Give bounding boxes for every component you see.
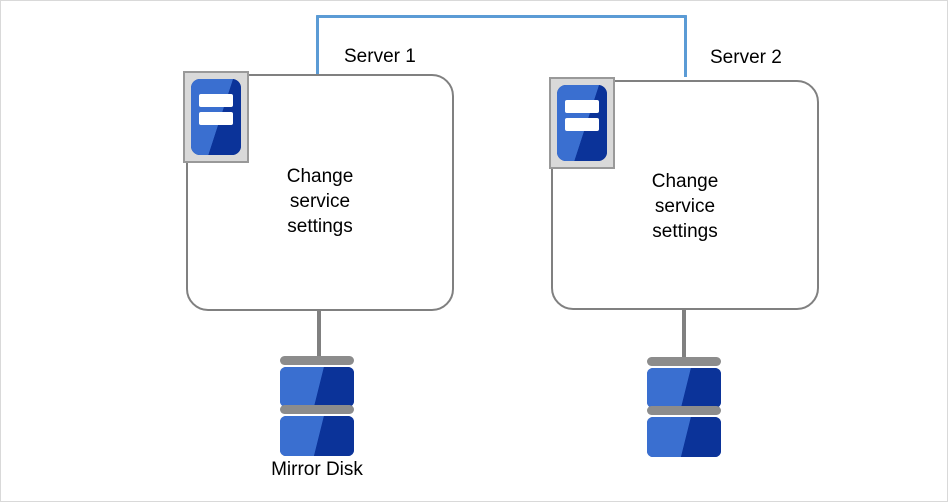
server-icon-bar-top (199, 94, 233, 108)
server-2-body-text: Change service settings (551, 169, 819, 244)
disk-2-plate-top (647, 357, 721, 366)
disk-2-block-top (647, 368, 721, 408)
disk-1-block-bottom (280, 416, 354, 456)
server-1-icon (183, 71, 249, 163)
disk-1-block-top (280, 367, 354, 407)
server-icon-chip (191, 79, 241, 155)
server-1-body-line-1: Change (286, 166, 354, 187)
server-1-disk-connector (317, 311, 321, 359)
server-interconnect-line (316, 15, 687, 77)
server-1-body-line-2: service (289, 191, 351, 212)
server-1-body-line-3: settings (287, 216, 353, 237)
disk-1-label: Mirror Disk (271, 459, 363, 480)
server-2-body-line-2: service (654, 196, 716, 217)
server-2-body-line-1: Change (651, 171, 719, 192)
server-icon-bar-bottom (199, 111, 233, 125)
server-2-label: Server 2 (710, 47, 782, 68)
server-icon-bar-top (565, 100, 599, 114)
server-2-disk-connector (682, 310, 686, 359)
server-icon-chip (557, 85, 607, 161)
disk-2-block-bottom (647, 417, 721, 457)
server-2-body-line-3: settings (652, 221, 718, 242)
disk-1-plate-middle (280, 405, 354, 414)
disk-2-plate-middle (647, 406, 721, 415)
disk-1-plate-top (280, 356, 354, 365)
server-2-icon (549, 77, 615, 169)
server-1-body-text: Change service settings (186, 164, 454, 239)
server-icon-bar-bottom (565, 117, 599, 131)
server-1-label: Server 1 (344, 46, 416, 67)
